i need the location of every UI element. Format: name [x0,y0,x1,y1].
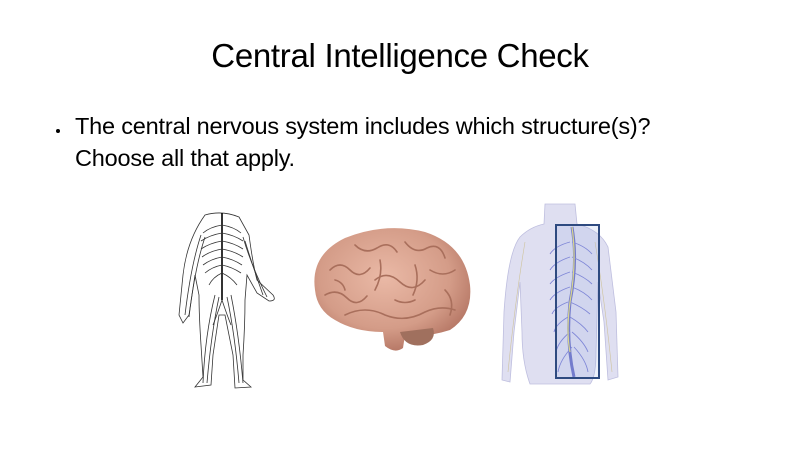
peripheral-nervous-system-figure [178,212,275,389]
bullet-list: The central nervous system includes whic… [48,110,688,174]
bullet-item: The central nervous system includes whic… [75,110,688,174]
bullet-dot-icon [56,129,60,133]
question-line-1: The central nervous system includes whic… [75,113,651,139]
brain-image [314,228,471,351]
slide-title: Central Intelligence Check [211,37,589,74]
question-line-2: Choose all that apply. [75,145,295,171]
spinal-cord-highlight-box [555,224,600,379]
spinal-cord-image [501,203,619,385]
